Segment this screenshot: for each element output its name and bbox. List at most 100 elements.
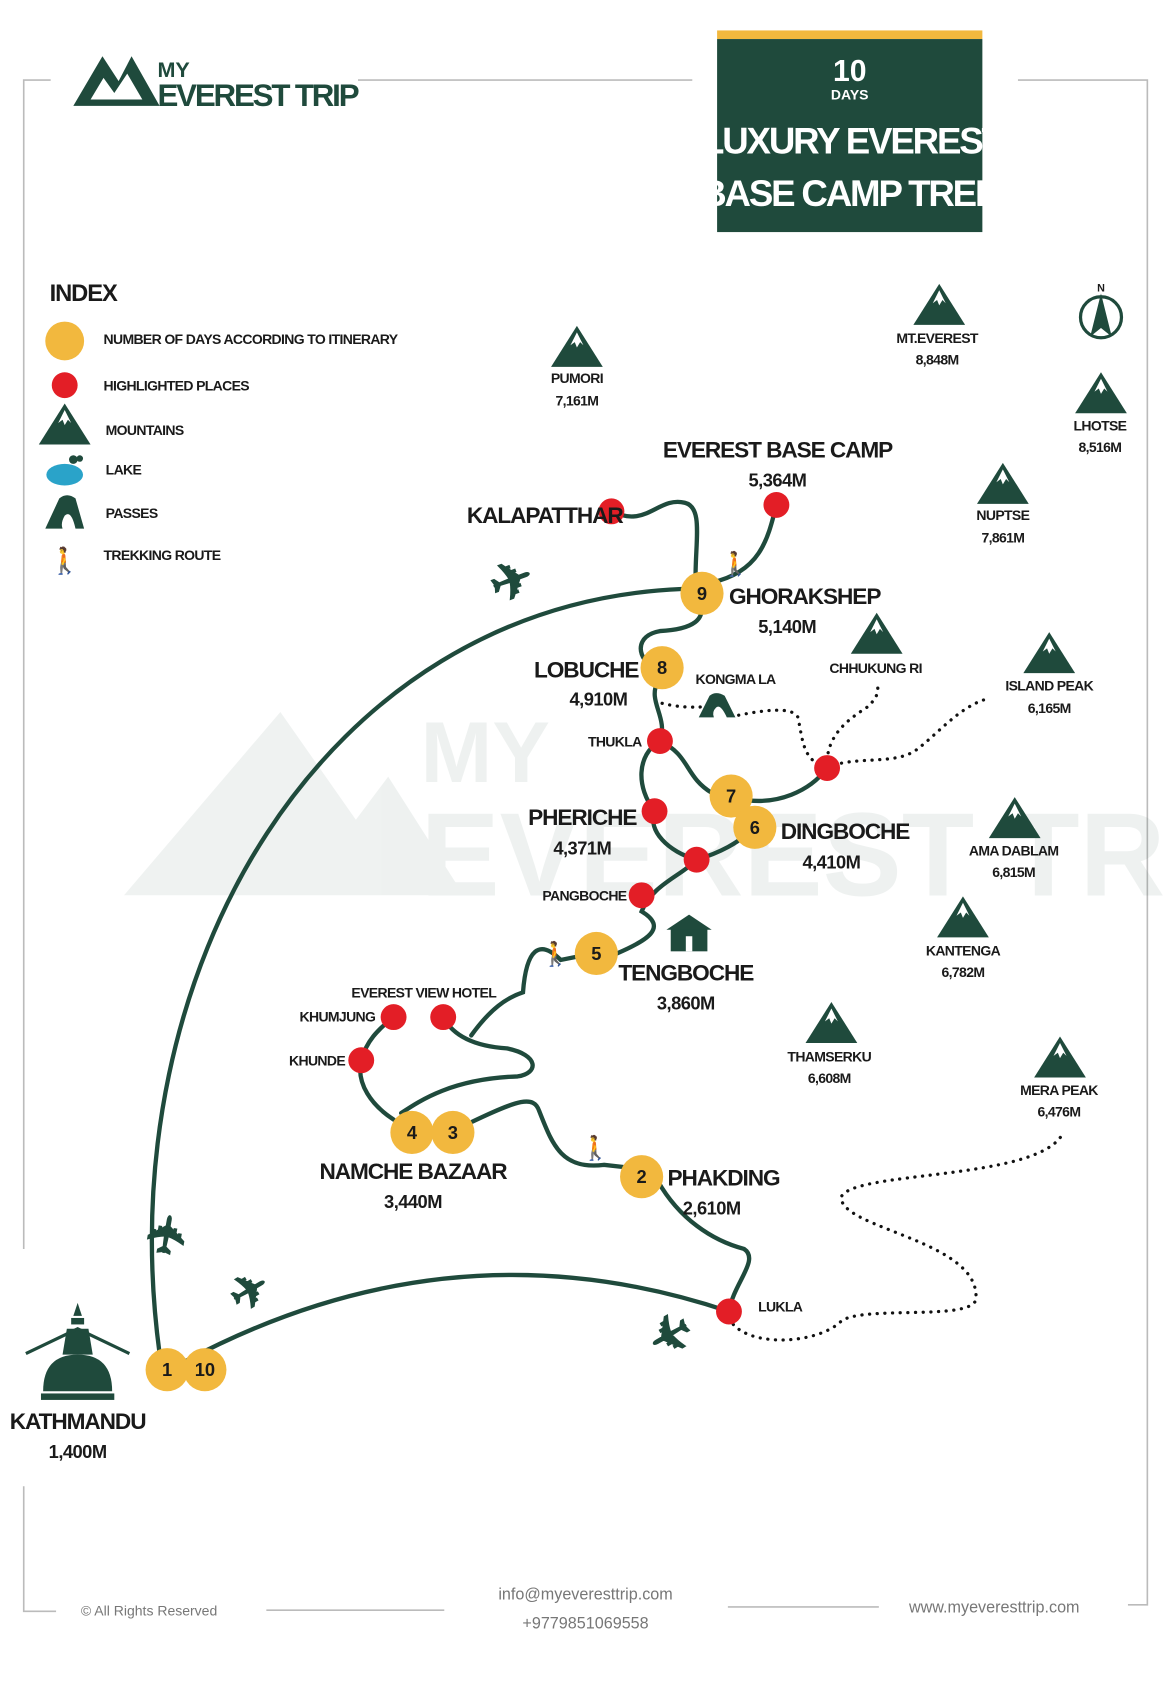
hiker-icon: 🚶 <box>580 1134 610 1162</box>
marker-pangboche <box>628 882 655 909</box>
ghorakshep-alt: 5,140M <box>758 616 816 637</box>
svg-text:6,608M: 6,608M <box>808 1070 851 1086</box>
mountain-thamserku: THAMSERKU 6,608M <box>787 1002 872 1086</box>
plane-icon: ✈ <box>636 1298 703 1370</box>
pass-icon <box>45 495 85 529</box>
marker-dingboche-junction <box>683 846 710 873</box>
kathmandu-name: KATHMANDU <box>10 1409 146 1434</box>
namche-name: NAMCHE BAZAAR <box>319 1159 507 1184</box>
pass-icon <box>698 693 736 718</box>
lukla-name: LUKLA <box>758 1299 803 1315</box>
title-box: 10 DAYS LUXURY EVEREST BASE CAMP TREK <box>700 30 1006 233</box>
svg-text:PUMORI: PUMORI <box>551 370 603 386</box>
flight-routes <box>149 586 732 1364</box>
monastery-icon <box>666 914 712 952</box>
watermark: MY EVEREST TRIP <box>124 705 1170 921</box>
svg-text:LHOTSE: LHOTSE <box>1073 417 1126 433</box>
everest-view-hotel-name: EVEREST VIEW HOTEL <box>351 985 497 1001</box>
alternate-routes <box>660 680 1064 1342</box>
index-legend: INDEX NUMBER OF DAYS ACCORDING TO ITINER… <box>38 281 399 576</box>
phakding-name: PHAKDING <box>667 1165 780 1190</box>
mountain-chhukung-ri: CHHUKUNG RI <box>829 612 922 676</box>
index-label: MOUNTAINS <box>106 422 184 438</box>
hiker-icons: 🚶 🚶 🚶 <box>541 550 751 1162</box>
svg-text:8,516M: 8,516M <box>1078 439 1121 455</box>
title-line1: LUXURY EVEREST <box>702 120 1004 161</box>
index-label: TREKKING ROUTE <box>104 547 221 563</box>
khunde-name: KHUNDE <box>289 1053 345 1069</box>
dingboche-name: DINGBOCHE <box>781 819 911 844</box>
namche-alt: 3,440M <box>384 1191 442 1212</box>
day-9: 9 <box>697 583 707 604</box>
mountain-nuptse: NUPTSE 7,861M <box>976 462 1030 546</box>
tengboche-name: TENGBOCHE <box>618 960 754 985</box>
svg-text:NUPTSE: NUPTSE <box>976 507 1029 523</box>
day-10: 10 <box>195 1359 215 1380</box>
lobuche-alt: 4,910M <box>570 688 628 709</box>
dingboche-alt: 4,410M <box>802 851 860 872</box>
svg-text:6,815M: 6,815M <box>992 864 1035 880</box>
hiker-icon: 🚶 <box>49 546 81 576</box>
mountain-icon <box>38 403 91 445</box>
day-markers: 9 8 7 6 5 4 3 2 1 10 <box>145 571 777 1392</box>
svg-text:ISLAND PEAK: ISLAND PEAK <box>1005 677 1093 693</box>
kongmala-name: KONGMA LA <box>696 671 777 687</box>
marker-khunde <box>348 1047 375 1074</box>
svg-text:MERA PEAK: MERA PEAK <box>1020 1082 1098 1098</box>
ebc-alt: 5,364M <box>749 470 807 491</box>
plane-icon: ✈ <box>135 1208 200 1261</box>
day-4: 4 <box>407 1122 418 1143</box>
red-circle-icon <box>51 372 78 399</box>
index-label: PASSES <box>106 505 158 521</box>
index-heading: INDEX <box>50 281 118 307</box>
mountain-pumori: PUMORI 7,161M <box>551 325 604 409</box>
svg-text:7,861M: 7,861M <box>981 530 1024 546</box>
yellow-circle-icon <box>45 321 85 361</box>
marker-thukla <box>647 728 673 754</box>
marker-khumjung <box>380 1004 407 1031</box>
rights-text: © All Rights Reserved <box>81 1603 217 1619</box>
website-link[interactable]: www.myeveresttrip.com <box>908 1598 1080 1616</box>
marker-kalapatthar <box>598 498 625 525</box>
marker-everest-view-hotel <box>430 1004 457 1031</box>
plane-icon: ✈ <box>481 546 542 615</box>
hiker-icon: 🚶 <box>541 940 571 968</box>
footer: © All Rights Reserved info@myeveresttrip… <box>81 1585 1080 1632</box>
marker-pheriche <box>641 798 668 825</box>
phakding-alt: 2,610M <box>683 1197 741 1218</box>
phone-link[interactable]: +9779851069558 <box>522 1615 648 1633</box>
mountains: PUMORI 7,161M MT.EVEREST 8,848M LHOTSE 8,51… <box>551 283 1127 1119</box>
ghorakshep-name: GHORAKSHEP <box>729 584 881 609</box>
title-line2: BASE CAMP TREK <box>700 173 1002 214</box>
svg-text:MT.EVEREST: MT.EVEREST <box>896 330 979 346</box>
mountain-lhotse: LHOTSE 8,516M <box>1073 372 1127 455</box>
pheriche-alt: 4,371M <box>553 837 611 858</box>
brand-logo: MY EVEREST TRIP <box>73 56 361 113</box>
compass-icon: N <box>1078 282 1124 340</box>
hiker-icon: 🚶 <box>721 550 751 578</box>
day-1: 1 <box>162 1359 172 1380</box>
svg-text:EVEREST TRIP: EVEREST TRIP <box>421 789 1170 921</box>
marker-ebc <box>763 491 790 518</box>
mountain-island-peak: ISLAND PEAK 6,165M <box>1005 632 1094 716</box>
lobuche-name: LOBUCHE <box>534 657 639 682</box>
thukla-name: THUKLA <box>588 733 642 749</box>
email-link[interactable]: info@myeveresttrip.com <box>498 1585 672 1603</box>
day-3: 3 <box>448 1122 458 1143</box>
svg-text:7,161M: 7,161M <box>555 393 598 409</box>
stupa-icon <box>25 1302 131 1400</box>
index-label: HIGHLIGHTED PLACES <box>104 378 250 394</box>
brand-my: MY <box>157 57 190 82</box>
svg-text:6,165M: 6,165M <box>1028 700 1071 716</box>
kalapatthar-name: KALAPATTHAR <box>467 503 623 528</box>
pangboche-name: PANGBOCHE <box>542 888 626 904</box>
day-2: 2 <box>637 1166 647 1187</box>
index-label: NUMBER OF DAYS ACCORDING TO ITINERARY <box>104 331 399 347</box>
svg-text:MY: MY <box>421 705 550 801</box>
ebc-name: EVEREST BASE CAMP <box>663 437 893 462</box>
svg-text:THAMSERKU: THAMSERKU <box>787 1048 871 1064</box>
svg-text:8,848M: 8,848M <box>916 352 959 368</box>
days-label: DAYS <box>831 86 869 102</box>
